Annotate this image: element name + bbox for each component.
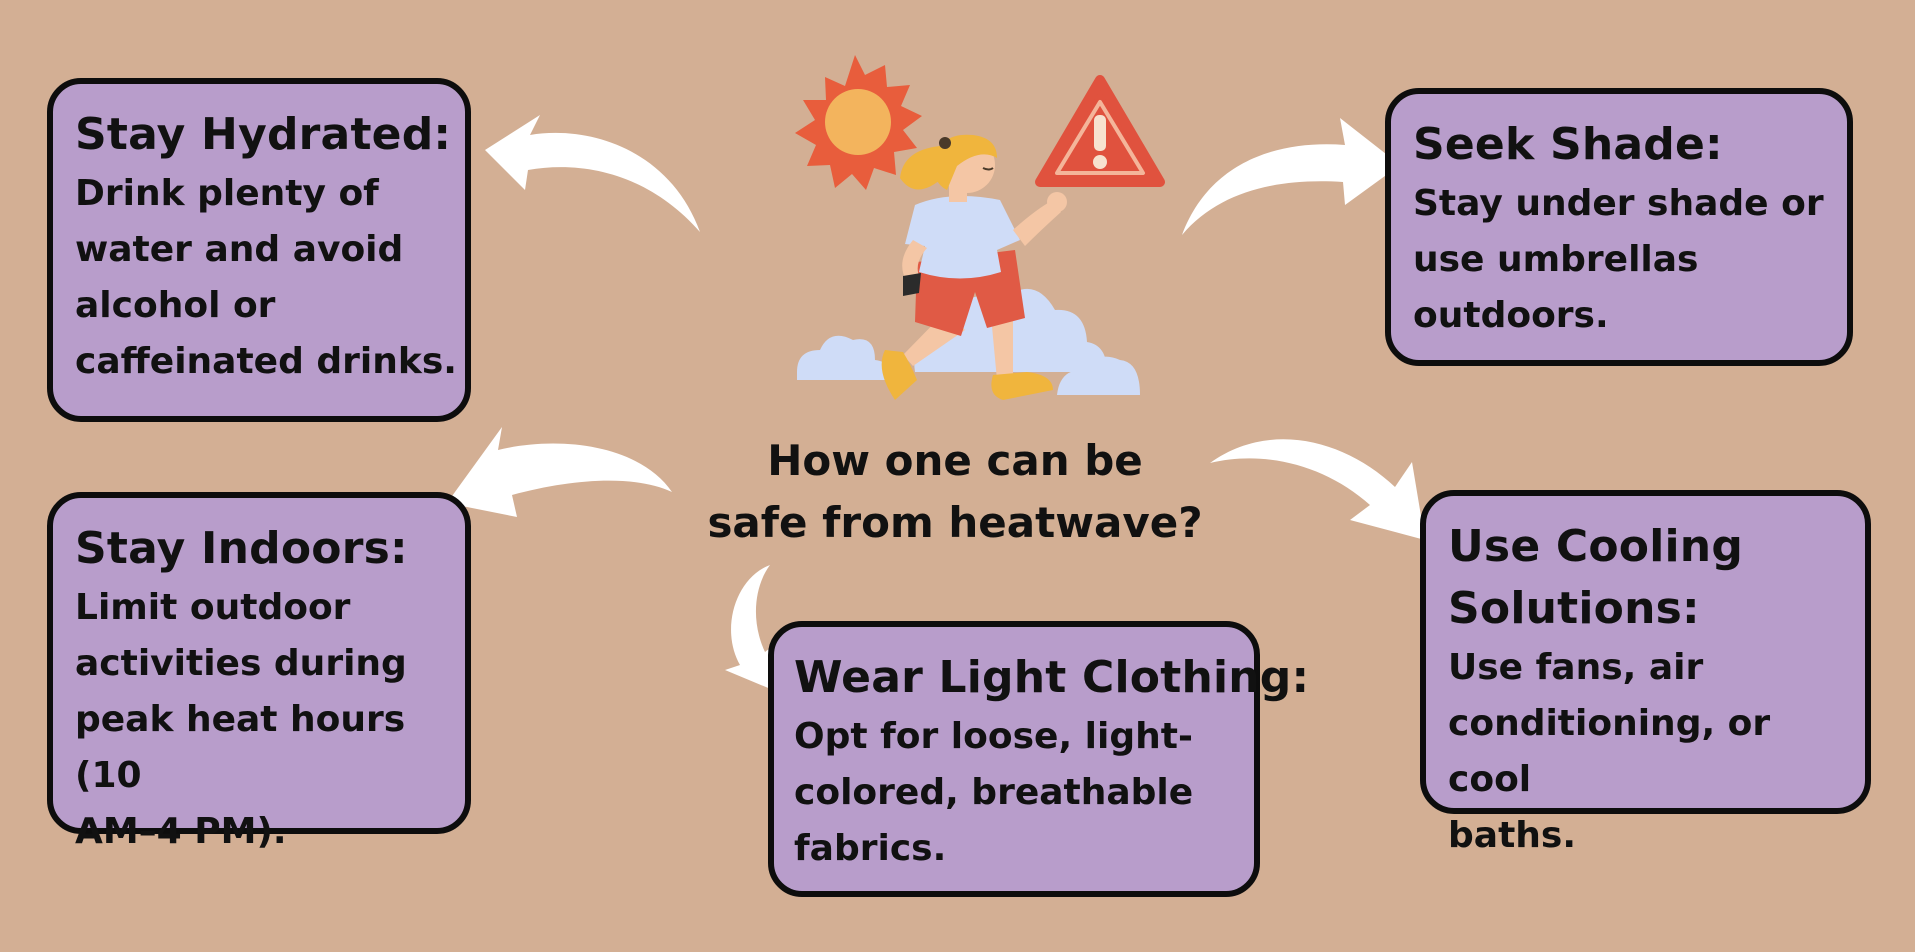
card-seek-shade: Seek Shade: Stay under shade or use umbr… [1385,88,1853,366]
card-body: Opt for loose, light- colored, breathabl… [794,716,1194,869]
arrow-icon [485,115,700,232]
card-wear-light-clothing: Wear Light Clothing: Opt for loose, ligh… [768,621,1310,897]
card-body: Use fans, air conditioning, or cool bath… [1448,647,1771,856]
card-title: Stay Indoors: [75,523,408,574]
arrow-icon [447,427,672,517]
card-title: Seek Shade: [1413,119,1723,170]
card-title: Use Cooling Solutions: [1448,521,1744,634]
card-stay-hydrated: Stay Hydrated: Drink plenty of water and… [47,78,471,422]
runner-icon [881,134,1067,400]
card-title: Wear Light Clothing: [794,652,1310,703]
card-title: Stay Hydrated: [75,109,452,160]
card-body: Drink plenty of water and avoid alcohol … [75,173,457,382]
heatwave-illustration [795,55,1165,400]
card-use-cooling-solutions: Use Cooling Solutions: Use fans, air con… [1420,490,1871,856]
warning-icon [1035,75,1165,187]
card-body: Stay under shade or use umbrellas outdoo… [1413,183,1824,336]
center-question: How one can be safe from heatwave? [707,436,1203,547]
sun-icon [795,55,922,190]
arrow-icon [1182,118,1400,235]
card-body: Limit outdoor activities during peak hea… [75,587,407,852]
arrow-icon [1210,439,1425,540]
card-stay-indoors: Stay Indoors: Limit outdoor activities d… [47,492,471,852]
